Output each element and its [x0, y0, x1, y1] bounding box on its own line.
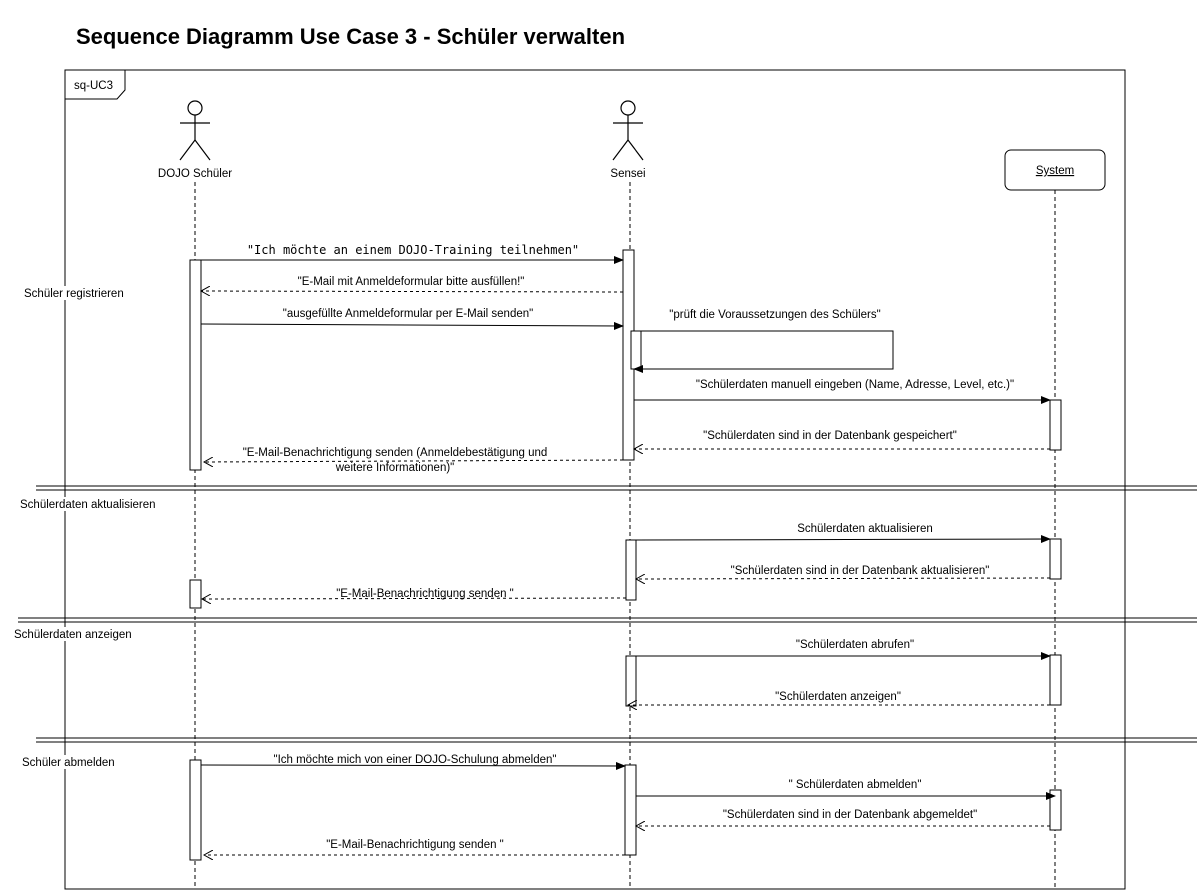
message-label-14: " Schülerdaten abmelden"	[789, 779, 922, 791]
section-label-register: Schüler registrieren	[24, 288, 124, 300]
message-arrow-10	[202, 598, 627, 599]
message-arrow-3	[200, 321, 624, 330]
frame-tab	[64, 69, 126, 100]
message-label-7b: weitere Informationen)"	[335, 462, 455, 474]
activation-student-4	[189, 759, 202, 861]
message-label-6: "Schülerdaten sind in der Datenbank gesp…	[703, 430, 957, 442]
frame-label: sq-UC3	[74, 80, 113, 92]
page-title: Sequence Diagramm Use Case 3 - Schüler v…	[76, 24, 626, 49]
message-arrow-2	[201, 291, 624, 292]
separator-1	[36, 485, 1197, 491]
separator-2	[18, 617, 1197, 623]
actor-sensei	[612, 100, 644, 161]
message-arrow-8	[635, 535, 1051, 544]
message-label-2: "E-Mail mit Anmeldeformular bitte ausfül…	[298, 276, 525, 288]
message-arrow-9	[636, 578, 1051, 579]
message-label-3: "ausgefüllte Anmeldeformular per E-Mail …	[283, 308, 533, 320]
activation-system-1	[1049, 399, 1062, 451]
system-label: System	[1036, 165, 1074, 177]
activation-system-3	[1049, 654, 1062, 706]
activation-student-1	[189, 259, 202, 471]
actor-student-label: DOJO Schüler	[158, 168, 232, 180]
message-label-8: Schülerdaten aktualisieren	[797, 523, 933, 535]
message-arrow-4	[633, 330, 894, 373]
message-label-16: "E-Mail-Benachrichtigung senden "	[326, 839, 504, 851]
message-label-13: "Ich möchte mich von einer DOJO-Schulung…	[273, 754, 556, 766]
separator-3	[36, 737, 1197, 743]
activation-sensei-2	[625, 539, 637, 601]
message-label-12: "Schülerdaten anzeigen"	[775, 691, 901, 703]
actor-sensei-label: Sensei	[610, 168, 645, 180]
message-label-7a: "E-Mail-Benachrichtigung senden (Anmelde…	[243, 447, 548, 459]
actor-student	[179, 100, 211, 161]
message-label-15: "Schülerdaten sind in der Datenbank abge…	[723, 809, 977, 821]
section-label-update: Schülerdaten aktualisieren	[20, 499, 156, 511]
section-label-show: Schülerdaten anzeigen	[14, 629, 132, 641]
activation-student-2	[189, 579, 202, 609]
message-arrow-7	[204, 460, 624, 462]
activation-sensei-self	[630, 330, 642, 370]
message-label-11: "Schülerdaten abrufen"	[796, 639, 914, 651]
activation-sensei-4	[624, 764, 637, 856]
message-label-9: "Schülerdaten sind in der Datenbank aktu…	[731, 565, 990, 577]
message-arrow-13	[200, 761, 626, 770]
diagram-frame	[64, 69, 1126, 890]
activation-system-4	[1049, 789, 1062, 831]
message-label-1: "Ich möchte an einem DOJO-Training teiln…	[247, 243, 579, 257]
activation-sensei-3	[625, 655, 637, 707]
message-label-4: "prüft die Voraussetzungen des Schülers"	[669, 309, 880, 321]
message-label-10: "E-Mail-Benachrichtigung senden "	[336, 588, 514, 600]
message-label-5: "Schülerdaten manuell eingeben (Name, Ad…	[696, 379, 1014, 391]
section-label-deregister: Schüler abmelden	[22, 757, 115, 769]
activation-system-2	[1049, 538, 1062, 580]
